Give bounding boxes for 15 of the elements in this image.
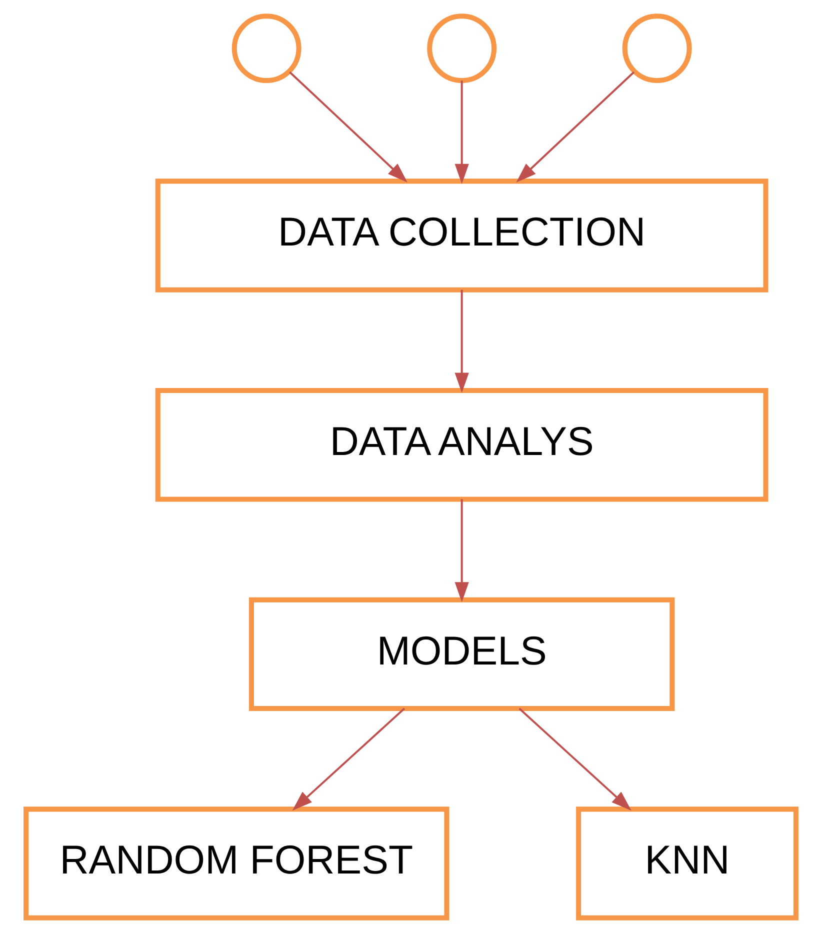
node-box: KNN bbox=[576, 806, 798, 920]
arrow bbox=[289, 71, 408, 183]
arrow bbox=[454, 290, 469, 393]
arrow bbox=[454, 80, 469, 184]
node-circle bbox=[622, 14, 692, 84]
node-box: MODELS bbox=[248, 597, 675, 712]
node-box: DATA ANALYS bbox=[155, 388, 768, 502]
node-box: DATA COLLECTION bbox=[155, 178, 768, 292]
arrow bbox=[454, 499, 469, 602]
node-circle bbox=[232, 14, 302, 84]
arrow bbox=[516, 71, 635, 183]
arrow bbox=[292, 708, 406, 811]
arrow bbox=[518, 708, 632, 811]
node-circle bbox=[427, 14, 497, 84]
node-box: RANDOM FOREST bbox=[24, 806, 450, 920]
